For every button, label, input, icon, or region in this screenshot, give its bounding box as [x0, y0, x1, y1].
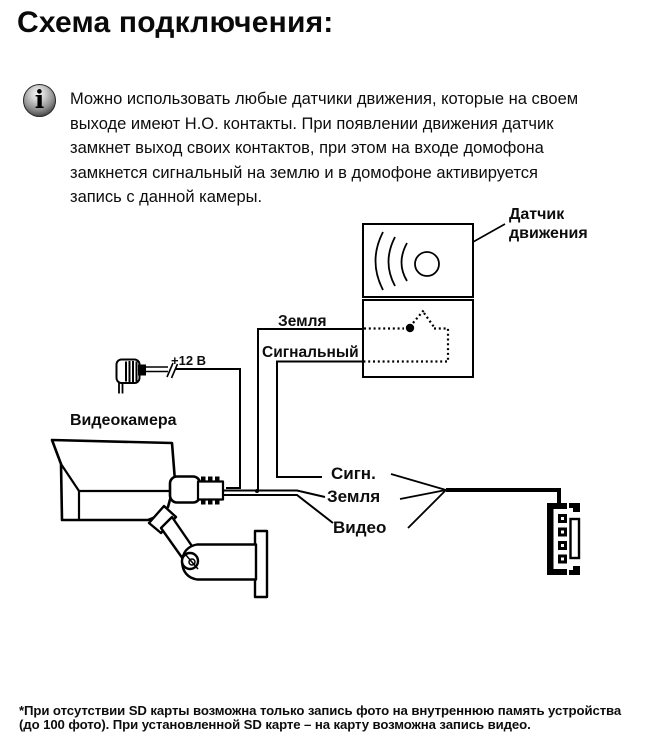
label-wire-ground: Земля	[327, 487, 381, 506]
label-sensor-signal: Сигнальный	[262, 344, 359, 361]
power-plug-icon	[115, 358, 146, 394]
footnote: *При отсутствии SD карты возможна только…	[19, 703, 622, 733]
wire-power-cable-pair	[146, 366, 168, 373]
connector-pins	[558, 514, 567, 564]
info-icon: i	[23, 84, 56, 117]
pir-lens-icon	[414, 251, 440, 277]
label-motion-sensor: Датчик движения	[509, 206, 588, 242]
switch-contact-dot	[405, 323, 415, 333]
motion-sensor-box	[362, 223, 474, 378]
wire-fan-in	[390, 473, 447, 529]
wire-power	[175, 368, 241, 489]
camera-connector	[196, 476, 225, 505]
wire-junction-dot	[255, 489, 259, 493]
wires	[146, 223, 561, 529]
wire-camera-ground	[222, 489, 326, 498]
label-camera: Видеокамера	[70, 412, 177, 429]
connector-4pin-icon	[547, 503, 581, 575]
label-power-12v: +12 В	[171, 353, 207, 368]
wire-break-marks	[166, 362, 179, 379]
label-wire-video: Видео	[333, 518, 387, 537]
wire-signal-to-sensor	[276, 360, 363, 478]
page-title: Схема подключения:	[17, 6, 334, 39]
camera-illustration	[50, 438, 269, 599]
camera-bracket	[147, 504, 269, 599]
motion-waves-icon	[374, 231, 408, 291]
wire-ground-to-sensor	[257, 328, 363, 491]
camera-body-lines	[60, 463, 170, 520]
info-icon-glyph: i	[34, 84, 45, 114]
sensor-no-switch	[364, 309, 450, 363]
camera-rear-cap	[168, 475, 202, 504]
label-wire-signal: Сигн.	[331, 464, 376, 483]
label-sensor-ground: Земля	[278, 313, 327, 330]
sensor-terminal-section	[362, 299, 474, 378]
note-text: Можно использовать любые датчики движени…	[70, 90, 579, 206]
wire-main-cable	[446, 488, 561, 504]
wire-camera-video	[222, 494, 334, 524]
bracket-collar	[147, 504, 178, 535]
